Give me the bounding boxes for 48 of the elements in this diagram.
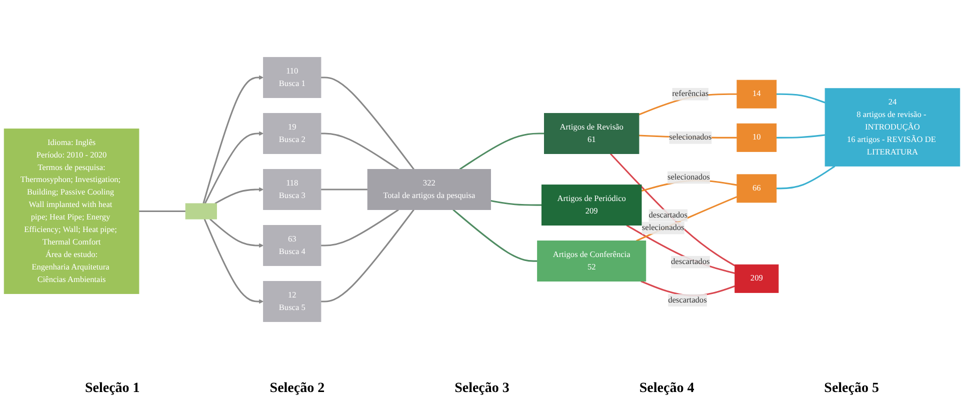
connector xyxy=(320,209,399,246)
edge-label: selecionados xyxy=(669,132,712,142)
node-box: Artigos de Conferência 52 xyxy=(537,240,646,282)
connector xyxy=(138,210,186,212)
stage-label: Seleção 2 xyxy=(270,381,325,397)
stage-label: Seleção 5 xyxy=(824,381,879,397)
node-box: 322 Total de artigos da pesquisa xyxy=(367,169,491,210)
node-box: Artigos de Periódico 209 xyxy=(541,184,642,226)
edge-label: referências xyxy=(672,89,709,98)
edge-label: descartados xyxy=(648,210,688,220)
stage-label: Seleção 1 xyxy=(84,381,140,397)
arrow xyxy=(204,218,264,304)
arrow xyxy=(202,75,264,204)
stage-label: Seleção 3 xyxy=(454,381,510,397)
node-box: 12 Busca 5 xyxy=(263,281,322,322)
node-box: 14 xyxy=(736,80,777,108)
node-box: 66 xyxy=(736,174,777,203)
node-box: 24 8 artigos de revisão - INTRODUÇÃO 16 artigos - REVISÃO DE LITERATURA xyxy=(824,88,960,166)
node-box: 110 Busca 1 xyxy=(263,57,322,98)
node-box: 19 Busca 2 xyxy=(263,113,322,154)
node-box: 10 xyxy=(736,123,777,152)
connector xyxy=(320,188,368,190)
node-box: Artigos de Revisão 61 xyxy=(544,113,640,154)
node-box: Idioma: Inglês Período: 2010 - 2020 Termos de pesquisa: Thermosyphon; Investigation; Building; Passive Cooling Wall implanted with heat pipe; Heat Pipe; Energy Efficiency; Wall; Heat pipe; Thermal Comfort Área de estudo: Engenharia Arquitetura Ciências Ambientais xyxy=(4,128,140,294)
node-box: 209 xyxy=(734,264,779,293)
connector xyxy=(490,200,542,206)
node-box: 63 Busca 4 xyxy=(263,225,322,266)
connector xyxy=(459,132,544,170)
node-box: 118 Busca 3 xyxy=(263,169,322,210)
connector xyxy=(452,209,538,262)
connector xyxy=(320,132,399,170)
connector xyxy=(776,166,836,190)
connector xyxy=(320,209,414,302)
edge-label: selecionados xyxy=(642,223,684,232)
arrow xyxy=(204,131,264,204)
node-bar xyxy=(185,203,217,220)
connector xyxy=(776,134,826,138)
stage-label: Seleção 4 xyxy=(639,381,694,397)
arrow xyxy=(209,218,264,248)
arrow xyxy=(214,187,264,204)
connector xyxy=(320,76,414,170)
connector xyxy=(636,196,738,242)
connector xyxy=(626,224,736,274)
edge-label: selecionados xyxy=(667,172,710,182)
connector xyxy=(610,153,736,266)
edge-label: descartados xyxy=(668,296,707,304)
edge-label: descartados xyxy=(671,257,710,266)
connector xyxy=(776,93,826,104)
